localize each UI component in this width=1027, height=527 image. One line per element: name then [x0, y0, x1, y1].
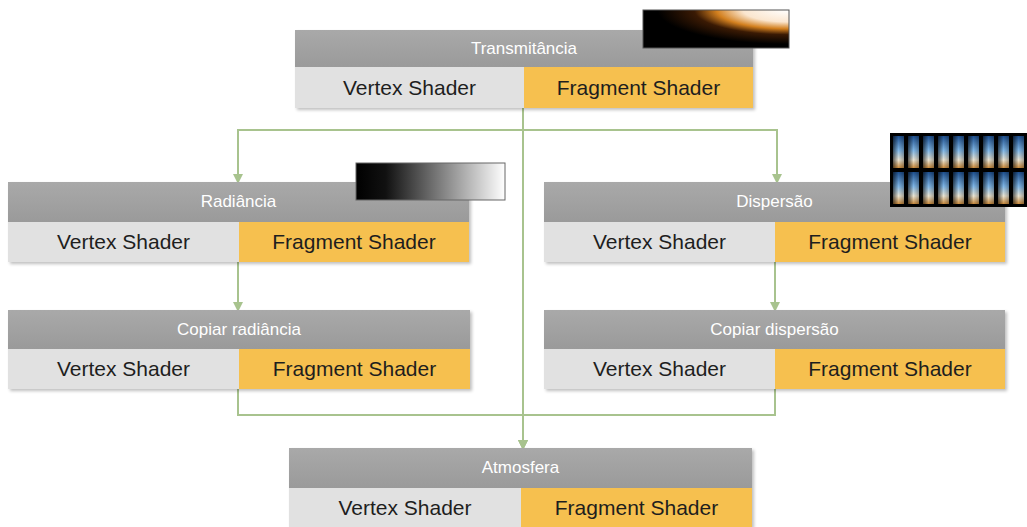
- stage-header: Dispersão: [544, 182, 1005, 222]
- scattering-stripe: [923, 172, 934, 204]
- scattering-stripe: [983, 172, 994, 204]
- scattering-stripe: [953, 172, 964, 204]
- fragment-shader-cell: Fragment Shader: [521, 488, 752, 527]
- fragment-shader-cell: Fragment Shader: [239, 349, 470, 389]
- scattering-stripe-shade: [908, 136, 919, 168]
- scattering-stripe-shade: [953, 136, 964, 168]
- scattering-stripe-shade: [953, 172, 964, 204]
- shader-label: Fragment Shader: [808, 357, 971, 381]
- shader-label: Fragment Shader: [555, 496, 718, 520]
- scattering-stripe: [953, 136, 964, 168]
- scattering-stripe-shade: [908, 172, 919, 204]
- flow-arrow: [238, 108, 523, 182]
- scattering-stripe-shade: [1013, 172, 1024, 204]
- vertex-shader-cell: Vertex Shader: [8, 349, 239, 389]
- scattering-stripe: [968, 172, 979, 204]
- scattering-stripe: [998, 136, 1009, 168]
- stage-title: Copiar dispersão: [710, 320, 839, 340]
- scattering-stripe: [893, 172, 904, 204]
- stage-title: Dispersão: [736, 192, 813, 212]
- stage-title: Transmitância: [471, 39, 577, 59]
- shader-label: Vertex Shader: [57, 230, 190, 254]
- shader-label: Vertex Shader: [593, 357, 726, 381]
- flow-arrow: [523, 389, 775, 448]
- radiance-thumbnail: [356, 163, 505, 200]
- scattering-stripe-shade: [893, 172, 904, 204]
- scattering-stripe: [983, 136, 994, 168]
- radiance-texture: [356, 163, 505, 200]
- shader-label: Vertex Shader: [57, 357, 190, 381]
- flow-arrow: [522, 108, 524, 448]
- vertex-shader-cell: Vertex Shader: [544, 349, 775, 389]
- stage-header: Atmosfera: [289, 448, 752, 488]
- fragment-shader-cell: Fragment Shader: [775, 349, 1005, 389]
- stage-title: Atmosfera: [482, 458, 559, 478]
- scattering-stripe: [938, 172, 949, 204]
- scattering-stripe: [938, 136, 949, 168]
- vertex-shader-cell: Vertex Shader: [544, 222, 775, 262]
- fragment-shader-cell: Fragment Shader: [239, 222, 469, 262]
- scattering-stripe-shade: [1013, 136, 1024, 168]
- stage-title: Copiar radiância: [177, 320, 301, 340]
- scattering-stripe-shade: [968, 136, 979, 168]
- shader-label: Fragment Shader: [808, 230, 971, 254]
- stage-header: Copiar dispersão: [544, 310, 1005, 349]
- scattering-stripe: [893, 136, 904, 168]
- scattering-thumbnail: [890, 133, 1027, 207]
- shader-label: Fragment Shader: [273, 357, 436, 381]
- scattering-texture: [890, 133, 1027, 207]
- shader-label: Fragment Shader: [272, 230, 435, 254]
- scattering-stripe: [968, 136, 979, 168]
- transmittance-thumbnail: [643, 10, 789, 48]
- fragment-shader-cell: Fragment Shader: [775, 222, 1005, 262]
- stage-header: Transmitância: [295, 30, 753, 67]
- scattering-stripe-shade: [938, 172, 949, 204]
- flow-arrow: [774, 262, 776, 310]
- shader-stage-box: Copiar radiânciaVertex Shader Fragment Sh…: [8, 310, 470, 389]
- scattering-stripe-shade: [938, 136, 949, 168]
- vertex-shader-cell: Vertex Shader: [8, 222, 239, 262]
- shader-label: Vertex Shader: [593, 230, 726, 254]
- scattering-stripe-shade: [893, 136, 904, 168]
- shader-label: Vertex Shader: [343, 76, 476, 100]
- scattering-stripe-shade: [923, 172, 934, 204]
- scattering-stripe: [1013, 172, 1024, 204]
- stage-header: Radiância: [8, 182, 469, 222]
- shader-stage-box: Copiar dispersãoVertex Shader Fragment Sh…: [544, 310, 1005, 389]
- scattering-stripe: [908, 136, 919, 168]
- shader-label: Vertex Shader: [338, 496, 471, 520]
- scattering-stripe: [1013, 136, 1024, 168]
- vertex-shader-cell: Vertex Shader: [295, 67, 524, 108]
- shader-stage-box: RadiânciaVertex Shader Fragment Shader: [8, 182, 469, 262]
- scattering-stripe-shade: [968, 172, 979, 204]
- shader-stage-box: AtmosferaVertex Shader Fragment Shader: [289, 448, 752, 527]
- vertex-shader-cell: Vertex Shader: [289, 488, 521, 527]
- scattering-stripe-shade: [998, 172, 1009, 204]
- scattering-stripe-shade: [923, 136, 934, 168]
- flow-arrow: [523, 108, 777, 182]
- scattering-stripe: [998, 172, 1009, 204]
- transmittance-texture: [643, 10, 789, 48]
- stage-header: Copiar radiância: [8, 310, 470, 349]
- fragment-shader-cell: Fragment Shader: [524, 67, 753, 108]
- scattering-stripe: [908, 172, 919, 204]
- shader-stage-box: DispersãoVertex Shader Fragment Shader: [544, 182, 1005, 262]
- shader-stage-box: TransmitânciaVertex Shader Fragment Shade…: [295, 30, 753, 108]
- scattering-stripe-shade: [983, 172, 994, 204]
- shader-label: Fragment Shader: [557, 76, 720, 100]
- scattering-stripe-shade: [998, 136, 1009, 168]
- scattering-stripe-shade: [983, 136, 994, 168]
- flow-arrow: [238, 389, 523, 448]
- stage-title: Radiância: [201, 192, 277, 212]
- scattering-stripe: [923, 136, 934, 168]
- flow-arrow: [237, 262, 239, 310]
